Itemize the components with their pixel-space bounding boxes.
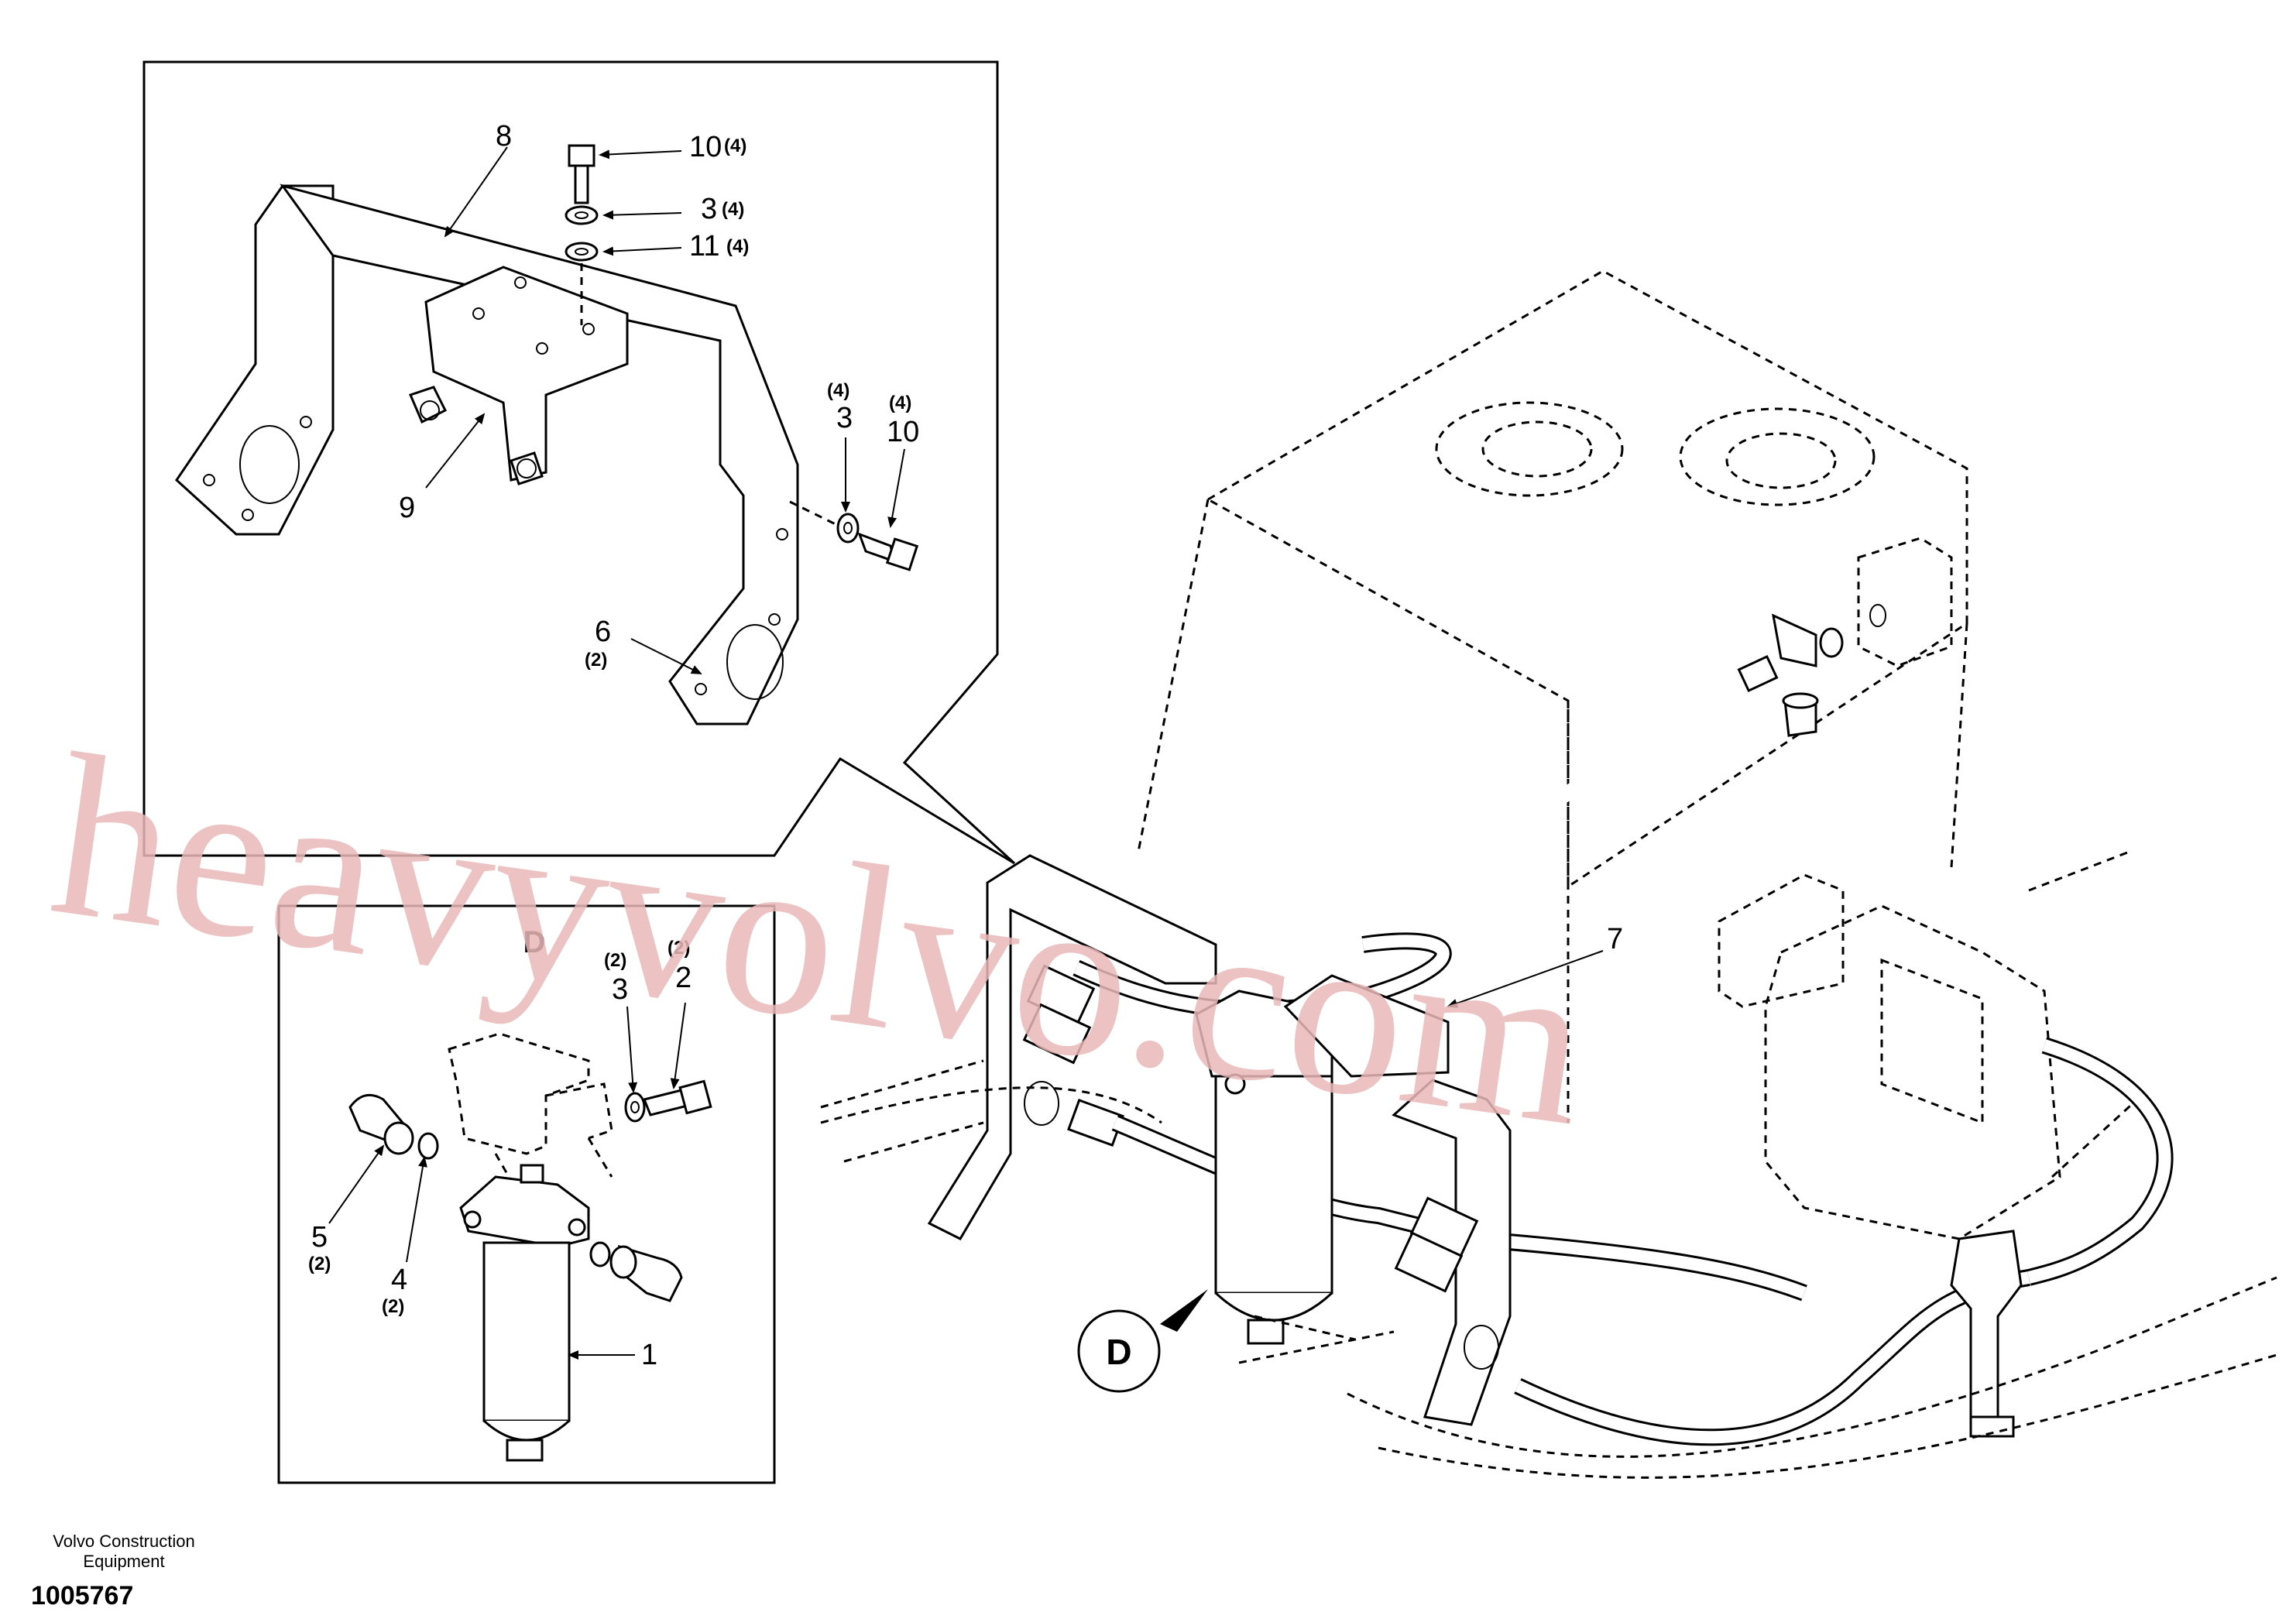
bracket-detail-panel [142,60,1016,865]
label-part-8: 8 [496,120,512,153]
bolt-stack-top [565,144,599,325]
label-part-10-top-qty: (4) [724,135,746,156]
label-part-9: 9 [399,492,415,524]
machine-assembly [820,269,2277,1479]
label-part-3-right: 3 [836,402,853,434]
label-d-part-2-qty: (2) [668,938,690,959]
label-d-part-5: 5 [311,1221,328,1254]
label-d-part-3-qty: (2) [604,950,626,971]
label-part-3-top: 3 [701,193,717,225]
label-part-7: 7 [1607,923,1623,955]
label-part-3-top-qty: (4) [722,199,744,220]
callout-d-letter: D [1106,1332,1131,1372]
footer-company-line1: Volvo Construction [53,1532,194,1551]
label-d-part-2: 2 [675,962,692,994]
label-d-part-5-qty: (2) [308,1254,331,1274]
watermark-text: heavyvolvo.com [39,705,1602,1175]
label-d-part-4-qty: (2) [382,1296,404,1317]
label-part-10-top: 10 [689,131,722,163]
detail-d-title: D [523,925,546,959]
label-d-part-3: 3 [612,973,628,1006]
label-part-10-right-qty: (4) [889,393,911,413]
label-part-6: 6 [595,616,611,648]
label-d-part-4: 4 [391,1264,407,1296]
filter-assembly-detail [348,1032,712,1462]
label-part-6-qty: (2) [585,650,607,671]
label-part-11: 11 [689,230,719,262]
label-d-part-1: 1 [641,1339,657,1371]
drawing-number: 1005767 [31,1581,133,1610]
bracket-part-9 [408,386,544,485]
bracket-part-8 [175,184,799,725]
leader-lines-detail-d [328,1002,686,1360]
label-part-3-right-qty: (4) [827,380,849,401]
label-part-10-right: 10 [887,416,919,448]
footer-company-line2: Equipment [83,1552,164,1571]
leader-lines-upper [425,146,905,674]
detail-d-panel [277,904,776,1484]
callout-d: D [1077,1289,1208,1393]
label-part-11-qty: (4) [726,236,749,257]
bolt-stack-right [789,500,919,571]
